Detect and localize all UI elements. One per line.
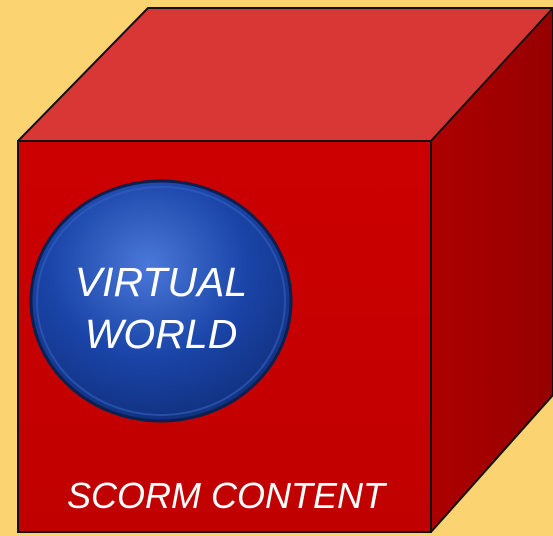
virtual-world-circle [29, 179, 293, 423]
virtual-world-label-line2: WORLD [85, 311, 238, 357]
scorm-content-label: SCORM CONTENT [67, 475, 388, 516]
virtual-world-label-line1: VIRTUAL [75, 259, 247, 305]
virtual-world-circle-rim [36, 186, 286, 416]
